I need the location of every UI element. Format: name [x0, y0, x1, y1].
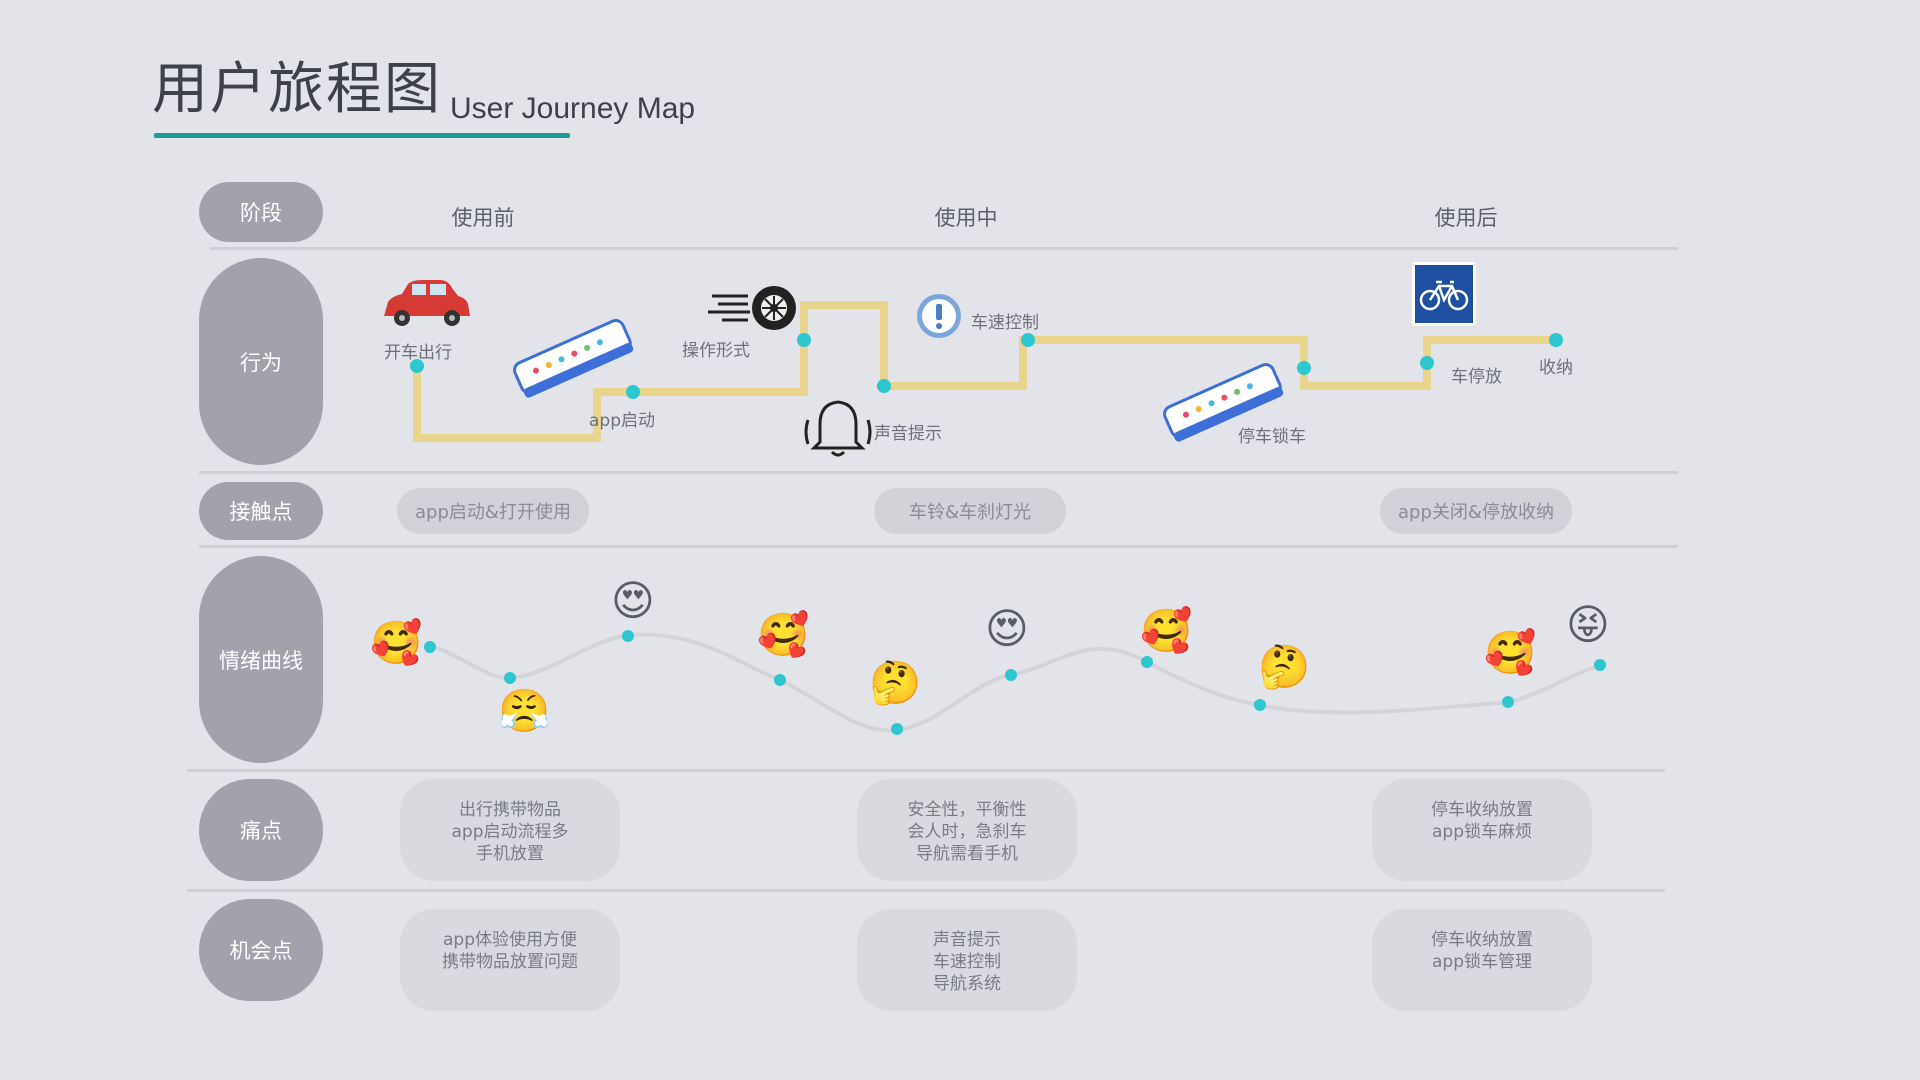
alert-icon	[917, 294, 961, 338]
node-park	[1420, 356, 1434, 370]
opportunity-text: 导航系统	[933, 974, 1001, 994]
touchpoint-before: app启动&打开使用	[397, 488, 589, 534]
opportunity-text: 车速控制	[933, 952, 1001, 972]
node-drive-out	[410, 359, 424, 373]
touchpoint-after: app关闭&停放收纳	[1380, 488, 1572, 534]
behavior-drive-out: 开车出行	[384, 343, 452, 363]
opportunity-text: 携带物品放置问题	[442, 952, 578, 972]
row-label-behavior: 行为	[199, 258, 323, 465]
opportunity-text: app体验使用方便	[443, 930, 577, 950]
pain-card-before: 出行携带物品 app启动流程多 手机放置	[400, 779, 620, 881]
opportunity-text: 停车收纳放置	[1431, 930, 1533, 950]
divider-behavior	[199, 471, 1678, 474]
emotion-point	[774, 674, 786, 686]
bicycle-sign-icon	[1412, 262, 1476, 326]
emoji-heart-eyes: 😍	[985, 604, 1029, 653]
title-underline	[154, 133, 570, 138]
opportunity-card-after: 停车收纳放置 app锁车管理	[1372, 909, 1592, 1011]
emoji-smiling-hearts: 🥰	[757, 610, 810, 659]
opportunity-card-during: 声音提示 车速控制 导航系统	[857, 909, 1077, 1011]
speed-wheel-icon	[708, 286, 796, 330]
node-speed	[1021, 333, 1035, 347]
pain-text: 停车收纳放置	[1431, 800, 1533, 820]
pain-text: 安全性，平衡性	[907, 800, 1027, 820]
node-app-launch	[626, 385, 640, 399]
page-subtitle: User Journey Map	[450, 92, 696, 125]
emotion-point	[891, 723, 903, 735]
emoji-thinking: 🤔	[869, 658, 922, 707]
car-icon	[384, 280, 470, 326]
emotion-point	[1254, 699, 1266, 711]
opportunity-card-before: app体验使用方便 携带物品放置问题	[400, 909, 620, 1011]
behavior-nodes	[410, 333, 1563, 399]
pain-text: 会人时，急刹车	[907, 822, 1027, 842]
behavior-app-launch: app启动	[589, 411, 655, 431]
emoji-smiling-hearts: 🥰	[1484, 628, 1537, 677]
divider-pain	[187, 889, 1665, 892]
emoji-frustrated: 😤	[498, 686, 551, 735]
pain-text: 导航需看手机	[916, 844, 1018, 864]
node-operation	[797, 333, 811, 347]
pain-text: 出行携带物品	[459, 800, 561, 820]
pain-card-during: 安全性，平衡性 会人时，急刹车 导航需看手机	[857, 779, 1077, 881]
emotion-point	[622, 630, 634, 642]
node-sound	[877, 379, 891, 393]
divider-emotion	[187, 769, 1665, 772]
opportunity-text: app锁车管理	[1432, 952, 1532, 972]
emotion-point	[1005, 669, 1017, 681]
emoji-tongue-wink: 😝	[1566, 600, 1610, 649]
emotion-point	[424, 641, 436, 653]
pain-text: 手机放置	[476, 844, 544, 864]
pain-text: app锁车麻烦	[1432, 822, 1532, 842]
row-label-pain: 痛点	[199, 779, 323, 881]
row-label-emotion: 情绪曲线	[199, 556, 323, 763]
node-park-lock	[1297, 361, 1311, 375]
emotion-curve	[429, 632, 1601, 733]
touchpoint-during: 车铃&车刹灯光	[874, 488, 1066, 534]
emoji-smiling-hearts: 🥰	[1140, 606, 1193, 655]
bell-icon	[804, 400, 872, 457]
emoji-heart-eyes: 😍	[611, 576, 655, 625]
behavior-sound-prompt: 声音提示	[874, 424, 942, 444]
emoji-smiling-hearts: 🥰	[370, 618, 423, 667]
stage-during: 使用中	[934, 206, 998, 230]
divider-stage	[210, 247, 1678, 250]
emotion-points	[424, 630, 1606, 735]
row-label-stage: 阶段	[199, 182, 323, 242]
behavior-operation: 操作形式	[682, 341, 750, 361]
behavior-storage: 收纳	[1539, 358, 1573, 378]
board-icon	[1163, 363, 1284, 442]
row-label-opportunity: 机会点	[199, 899, 323, 1001]
pain-card-after: 停车收纳放置 app锁车麻烦	[1372, 779, 1592, 881]
opportunity-text: 声音提示	[933, 930, 1001, 950]
behavior-park: 车停放	[1451, 367, 1502, 387]
row-label-touchpoint: 接触点	[199, 482, 323, 540]
behavior-park-lock: 停车锁车	[1238, 427, 1306, 447]
board-icon	[513, 319, 634, 398]
emotion-point	[1502, 696, 1514, 708]
emotion-point	[504, 672, 516, 684]
pain-text: app启动流程多	[451, 822, 569, 842]
stage-before: 使用前	[451, 206, 515, 230]
emotion-point	[1141, 656, 1153, 668]
divider-touchpoint	[199, 545, 1678, 548]
node-storage	[1549, 333, 1563, 347]
emotion-point	[1594, 659, 1606, 671]
emoji-thinking: 🤔	[1258, 642, 1311, 691]
page-title: 用户旅程图	[152, 57, 442, 122]
behavior-speed-control: 车速控制	[971, 313, 1039, 333]
stage-after: 使用后	[1434, 206, 1498, 230]
